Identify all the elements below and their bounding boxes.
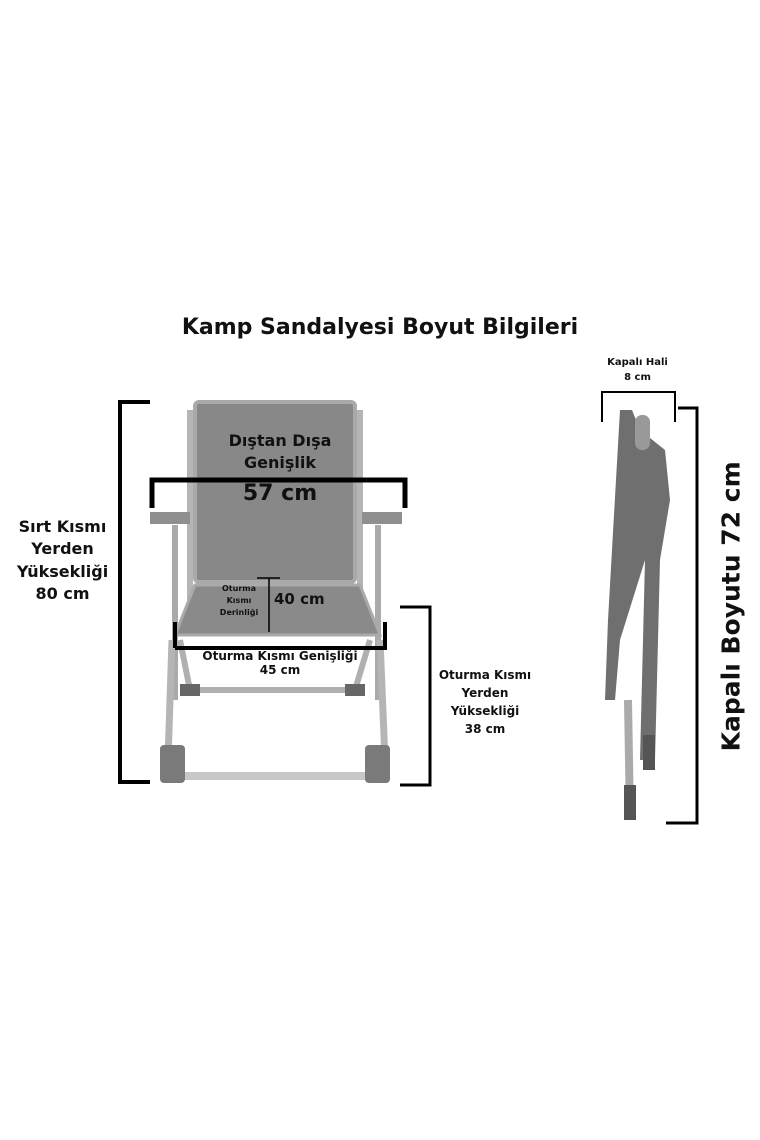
seat-width-label: Oturma Kısmı Genişliği 45 cm <box>170 649 390 678</box>
folded-thickness-label: Kapalı Hali 8 cm <box>590 356 685 385</box>
dimension-lines <box>118 391 699 825</box>
seat-width-value: 45 cm <box>259 662 301 677</box>
folded-size-label: Kapalı Boyutu 72 cm <box>716 461 746 752</box>
seat-depth-line2: Kısmı <box>226 596 252 605</box>
outer-width-line2: Genişlik <box>244 452 316 472</box>
page-title: Kamp Sandalyesi Boyut Bilgileri <box>181 315 579 340</box>
seat-height-line3: Yüksekliği <box>450 704 520 718</box>
seat-depth-value: 40 cm <box>274 590 325 608</box>
seat-height-line1: Oturma Kısmı <box>438 668 532 682</box>
outer-width-line1: Dıştan Dışa <box>228 431 332 450</box>
folded-chair-image <box>605 410 670 821</box>
back-height-line1: Sırt Kısmı <box>18 517 107 536</box>
seat-depth-line1: Oturma <box>222 584 256 593</box>
seat-height-value: 38 cm <box>464 722 506 736</box>
outer-width-label: Dıştan Dışa Genişlik <box>180 430 380 473</box>
seat-width-text: Oturma Kısmı Genişliği <box>202 649 358 663</box>
seat-height-line2: Yerden <box>461 686 509 700</box>
back-height-line3: Yüksekliği <box>16 561 109 581</box>
folded-thickness-value: 8 cm <box>624 371 651 383</box>
back-height-line2: Yerden <box>31 539 94 559</box>
outer-width-value: 57 cm <box>242 481 318 506</box>
back-height-label: Sırt Kısmı Yerden Yüksekliği 80 cm <box>0 516 125 606</box>
seat-depth-line3: Derinliği <box>219 608 259 617</box>
open-chair-image <box>150 400 402 783</box>
back-height-value: 80 cm <box>35 584 90 604</box>
seat-depth-label: Oturma Kısmı Derinliği <box>210 583 268 619</box>
seat-height-label: Oturma Kısmı Yerden Yüksekliği 38 cm <box>425 666 545 738</box>
folded-thickness-text: Kapalı Hali <box>607 357 668 368</box>
